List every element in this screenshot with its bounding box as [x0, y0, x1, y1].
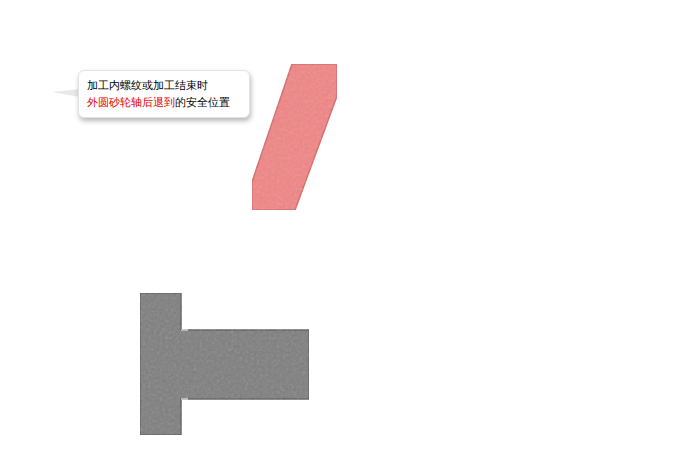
callout-line: 外圆砂轮轴后退到的安全位置 — [87, 94, 241, 111]
workpiece-groove — [181, 399, 188, 400]
callout-text: 的安全位置 — [175, 96, 230, 109]
callout-line: 加工内螺纹或加工结束时 — [87, 77, 241, 94]
highlight-text: 外圆砂轮轴后退到 — [87, 96, 175, 109]
workpiece-groove — [181, 330, 188, 331]
callout-text: 加工内螺纹或加工结束时 — [87, 79, 208, 92]
callout-box: 加工内螺纹或加工结束时外圆砂轮轴后退到的安全位置 — [78, 70, 250, 118]
callout-tail — [52, 89, 80, 97]
grinding-wheel — [252, 64, 337, 210]
workpiece — [140, 293, 309, 435]
